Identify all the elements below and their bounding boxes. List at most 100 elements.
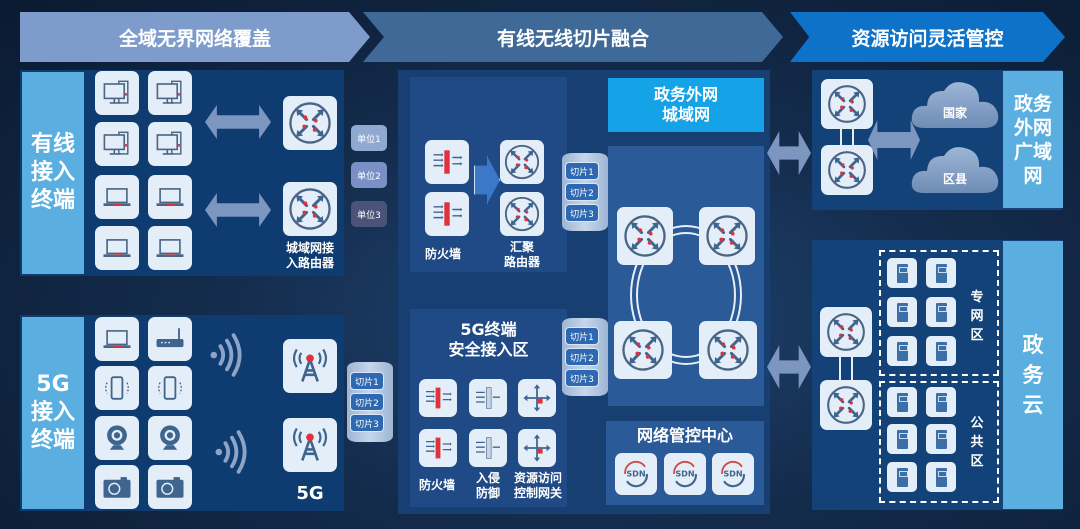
private-zone-label: 专 网 区 (970, 290, 984, 343)
firewall-icon (425, 140, 469, 184)
desktop-pc-icon (95, 71, 139, 115)
aggregation-router-label: 汇聚 路由器 (503, 240, 540, 269)
sdn-controller-icon (664, 453, 706, 495)
router-link (840, 129, 854, 145)
firewall-icon (419, 429, 457, 467)
laptop-icon (95, 317, 139, 361)
aggregation-router-icon (500, 192, 544, 236)
wan-router-icon (821, 145, 873, 195)
slice-3: 切片3 (350, 414, 384, 432)
stage-slice-convergence: 有线无线切片融合 (363, 12, 783, 62)
stage-label: 有线无线切片融合 (496, 27, 649, 50)
cpe-router-icon (148, 317, 192, 361)
wifi-signal-icon (210, 430, 254, 478)
network-management-title: 网络管控中心 (636, 426, 733, 445)
sdn-controller-icon (615, 453, 657, 495)
laptop-icon (148, 175, 192, 219)
metro-router-icon (699, 207, 755, 265)
desktop-pc-icon (95, 122, 139, 166)
metro-network-title: 政务外网 城域网 (608, 78, 764, 132)
laptop-icon (148, 226, 192, 270)
cloud-county (910, 143, 1000, 195)
bidirectional-arrow-icon (767, 345, 811, 389)
base-station-icon (283, 418, 337, 472)
cloud-router-icon (820, 380, 872, 430)
metro-access-router-icon (283, 96, 337, 150)
smartphone-icon (95, 366, 139, 410)
camera-icon (95, 465, 139, 509)
access-control-gateway-icon (518, 429, 556, 467)
wifi-signal-icon (205, 333, 249, 381)
server-icon (887, 336, 917, 366)
firewall-icon (419, 379, 457, 417)
slice-1: 切片1 (565, 162, 599, 180)
stage-access-control: 资源访问灵活管控 (790, 12, 1065, 62)
sdn-controller-icon (712, 453, 754, 495)
metro-router-icon (699, 321, 757, 379)
wan-router-icon (821, 79, 873, 129)
server-icon (887, 258, 917, 288)
unit-2-badge: 单位2 (351, 162, 387, 188)
intrusion-prevention-icon (469, 429, 507, 467)
cloud-national-label: 国家 (942, 106, 967, 120)
server-icon (887, 387, 917, 417)
slice-2: 切片2 (565, 348, 599, 366)
server-icon (926, 336, 956, 366)
slice-3: 切片3 (565, 369, 599, 387)
base-station-icon (283, 339, 337, 393)
gov-cloud-title: 政 务 云 (1003, 241, 1063, 509)
desktop-pc-icon (148, 71, 192, 115)
slice-2: 切片2 (565, 183, 599, 201)
server-icon (926, 387, 956, 417)
desktop-pc-icon (148, 122, 192, 166)
server-icon (926, 424, 956, 454)
laptop-icon (95, 175, 139, 219)
camera-icon (148, 465, 192, 509)
server-icon (926, 258, 956, 288)
stage-network-coverage: 全域无界网络覆盖 (20, 12, 370, 62)
public-zone (879, 381, 999, 503)
gov-wan-title: 政务 外网 广域 网 (1003, 71, 1063, 208)
convergence-slice-stack-bottom: 切片1 切片2 切片3 (562, 318, 608, 396)
server-icon (887, 297, 917, 327)
wired-access-title: 有线 接入 终端 (22, 72, 84, 274)
secure-firewall-label: 防火墙 (418, 478, 455, 492)
fiveg-label: 5G (296, 483, 324, 504)
slice-1: 切片1 (350, 372, 384, 390)
cloud-national (910, 78, 1000, 130)
ring-link (630, 225, 742, 365)
cloud-router-icon (820, 307, 872, 357)
intrusion-prevention-label: 入侵 防御 (475, 471, 500, 500)
metro-access-router-label: 城域网接 入路由器 (285, 241, 334, 270)
router-link (839, 357, 853, 380)
metro-router-icon (617, 207, 673, 265)
firewall-icon (425, 192, 469, 236)
access-control-gateway-label: 资源访问 控制网关 (513, 471, 562, 500)
secure-zone-title: 5G终端 安全接入区 (448, 320, 529, 359)
smartphone-icon (148, 366, 192, 410)
metro-access-router-icon (283, 182, 337, 236)
stage-label: 资源访问灵活管控 (851, 27, 1004, 50)
access-control-gateway-icon (518, 379, 556, 417)
fiveg-access-title: 5G 接入 终端 (22, 317, 84, 509)
metro-router-icon (614, 321, 672, 379)
bidirectional-arrow-icon (767, 131, 811, 175)
cloud-county-label: 区县 (942, 172, 967, 186)
slice-1: 切片1 (565, 327, 599, 345)
server-icon (887, 424, 917, 454)
aggregation-router-icon (500, 140, 544, 184)
fiveg-slice-stack: 切片1 切片2 切片3 (347, 362, 393, 442)
firewall-label: 防火墙 (424, 247, 461, 261)
slice-2: 切片2 (350, 393, 384, 411)
unit-3-badge: 单位3 (351, 201, 387, 227)
convergence-slice-stack-top: 切片1 切片2 切片3 (562, 153, 608, 231)
webcam-icon (148, 416, 192, 460)
unit-1-badge: 单位1 (351, 125, 387, 151)
intrusion-prevention-icon (469, 379, 507, 417)
ring-link (636, 232, 736, 358)
private-network-zone (879, 250, 999, 376)
server-icon (926, 297, 956, 327)
stage-label: 全域无界网络覆盖 (118, 27, 271, 50)
slice-3: 切片3 (565, 204, 599, 222)
server-icon (887, 462, 917, 492)
